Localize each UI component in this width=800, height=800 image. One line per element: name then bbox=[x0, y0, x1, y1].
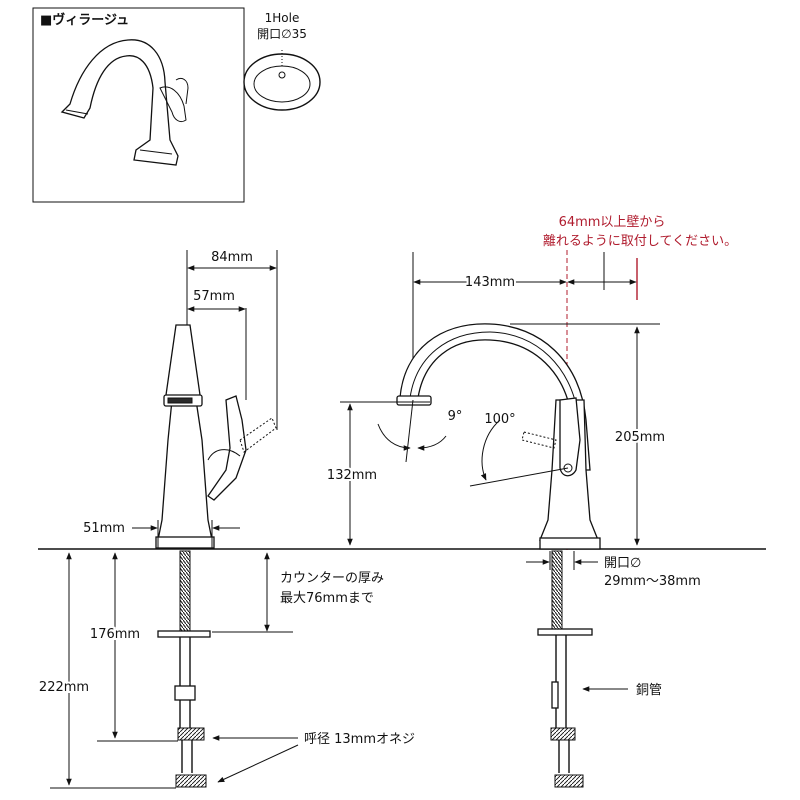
copper-pipe: 銅管 bbox=[636, 683, 662, 698]
faucet-perspective-image bbox=[60, 39, 189, 166]
tube-clip bbox=[551, 681, 559, 709]
side-view: 84mm 57mm 51mm カウンターの bbox=[37, 250, 415, 789]
dim-51mm: 51mm bbox=[83, 521, 125, 536]
counter-thickness-line2: 最大76mmまで bbox=[280, 591, 374, 606]
angle-line-100 bbox=[469, 467, 569, 487]
spray-outlet bbox=[167, 397, 193, 404]
dim-132mm: 132mm bbox=[327, 468, 377, 483]
threaded-shank bbox=[179, 550, 191, 632]
faucet-body-side bbox=[157, 324, 213, 541]
inset-panel: ■ヴィラージュ 1Hole 開口∅35 bbox=[32, 7, 321, 203]
faucet-base-front bbox=[539, 537, 601, 550]
gooseneck-spout bbox=[399, 323, 591, 471]
fitting-nut bbox=[174, 685, 196, 701]
hole-size: 開口∅35 bbox=[257, 27, 307, 41]
wall-clearance-line2: 離れるように取付してください。 bbox=[543, 234, 737, 249]
handle-open-position-front bbox=[521, 431, 557, 449]
angle-arc-9-left bbox=[377, 423, 411, 451]
handle-joint bbox=[207, 449, 241, 461]
model-name: ■ヴィラージュ bbox=[40, 12, 129, 28]
angle-arc-9-right bbox=[417, 435, 447, 451]
thread-end-bottom bbox=[175, 774, 207, 788]
thread-end-front bbox=[550, 727, 576, 741]
dim-57mm: 57mm bbox=[193, 289, 235, 304]
thread-end-front-bottom bbox=[554, 774, 584, 788]
wall-clearance-line1: 64mm以上壁から bbox=[559, 215, 666, 230]
basin-top-view-icon bbox=[243, 50, 321, 111]
dim-222mm: 222mm bbox=[39, 680, 89, 695]
faucet-base-side bbox=[155, 536, 215, 549]
inset-frame bbox=[32, 7, 245, 203]
handle-open-position bbox=[239, 417, 277, 453]
spout-ridge bbox=[409, 331, 580, 421]
threaded-shank-front bbox=[551, 550, 563, 630]
opening-line1: 開口∅ bbox=[604, 556, 641, 571]
handle-pivot bbox=[563, 463, 573, 473]
leader-thread-bottom bbox=[217, 744, 299, 783]
spout-tip bbox=[396, 395, 432, 406]
dim-143mm: 143mm bbox=[465, 275, 515, 290]
thread-spec: 呼径 13mmオネジ bbox=[304, 732, 415, 747]
hole-count: 1Hole bbox=[265, 11, 300, 25]
dim-205mm: 205mm bbox=[615, 430, 665, 445]
angle-9: 9° bbox=[448, 409, 463, 424]
angle-line-9 bbox=[405, 399, 414, 463]
front-view: 64mm以上壁から 離れるように取付してください。 143mm 205mm 13… bbox=[325, 215, 737, 788]
angle-100: 100° bbox=[484, 412, 515, 427]
thread-end bbox=[177, 727, 205, 741]
mounting-nut-plate bbox=[157, 630, 211, 638]
mounting-nut-plate-front bbox=[537, 628, 593, 636]
handle-side bbox=[207, 395, 247, 501]
dim-84mm: 84mm bbox=[211, 250, 253, 265]
counter-thickness-line1: カウンターの厚み bbox=[280, 571, 384, 586]
dim-176mm: 176mm bbox=[90, 627, 140, 642]
angle-arc-100 bbox=[480, 419, 501, 481]
opening-line2: 29mm〜38mm bbox=[604, 574, 701, 589]
